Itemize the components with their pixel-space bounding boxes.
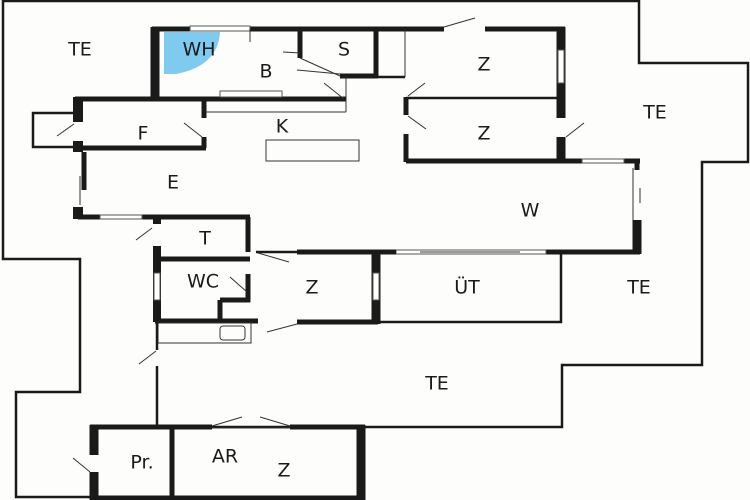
- room-label-f: F: [138, 123, 149, 145]
- room-label-te-se: TE: [626, 277, 651, 299]
- room-label-z-ne2: Z: [477, 123, 490, 145]
- room-label-pr: Pr.: [130, 452, 153, 474]
- room-label-w: W: [521, 200, 540, 222]
- room-label-wh: WH: [182, 39, 215, 61]
- room-label-te-nw: TE: [67, 39, 92, 61]
- room-label-ut: ÜT: [454, 276, 480, 299]
- room-label-ar: AR: [212, 446, 238, 468]
- walls: [31, 17, 642, 500]
- room-label-z-ne1: Z: [477, 54, 490, 76]
- wet-area: [164, 32, 220, 74]
- room-label-te-e: TE: [642, 102, 667, 124]
- room-label-e: E: [167, 172, 179, 194]
- room-label-b: B: [259, 61, 272, 83]
- room-labels: TE WH B S Z TE F K Z E W T WC Z ÜT TE TE…: [67, 39, 667, 482]
- sink-icon: [219, 325, 246, 341]
- room-label-z-sw: Z: [277, 460, 290, 482]
- room-label-z-mid: Z: [305, 277, 318, 299]
- room-label-t: T: [198, 228, 211, 250]
- kitchen-counter: [265, 139, 360, 162]
- room-label-k: K: [276, 116, 289, 138]
- room-label-wc: WC: [187, 271, 219, 293]
- room-label-s: S: [338, 39, 350, 61]
- room-label-te-s: TE: [424, 373, 449, 395]
